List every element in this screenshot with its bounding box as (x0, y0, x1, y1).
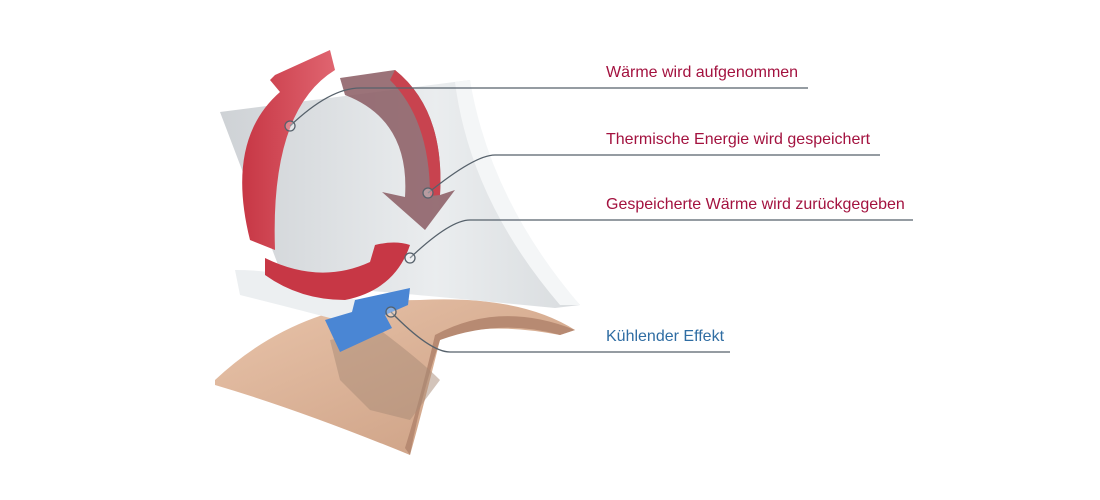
white-fabric-strip (235, 270, 360, 322)
label-heat-released: Gespeicherte Wärme wird zurückgegeben (606, 196, 905, 213)
panel-edge (455, 80, 580, 305)
marker-2 (422, 187, 434, 199)
label-heat-absorbed: Wärme wird aufgenommen (606, 64, 799, 81)
skin-edge (405, 316, 575, 455)
marker-4 (385, 306, 397, 318)
leader-lines (289, 87, 913, 353)
label-energy-stored: Thermische Energie wird gespeichert (606, 131, 871, 148)
cooling-arrow (325, 288, 410, 352)
leader-line-1 (289, 87, 808, 127)
leader-line-2 (427, 154, 880, 194)
shadow (330, 330, 440, 420)
label-cooling-effect: Kühlender Effekt (606, 328, 725, 345)
heat-release-arrow (265, 242, 410, 300)
heat-store-arrow-front (390, 70, 441, 196)
textile-panel (220, 80, 580, 308)
leader-line-4 (390, 311, 730, 353)
marker-1 (284, 120, 296, 132)
marker-3 (404, 252, 416, 264)
heat-absorb-arrow (242, 50, 335, 250)
leader-line-3 (409, 219, 913, 259)
